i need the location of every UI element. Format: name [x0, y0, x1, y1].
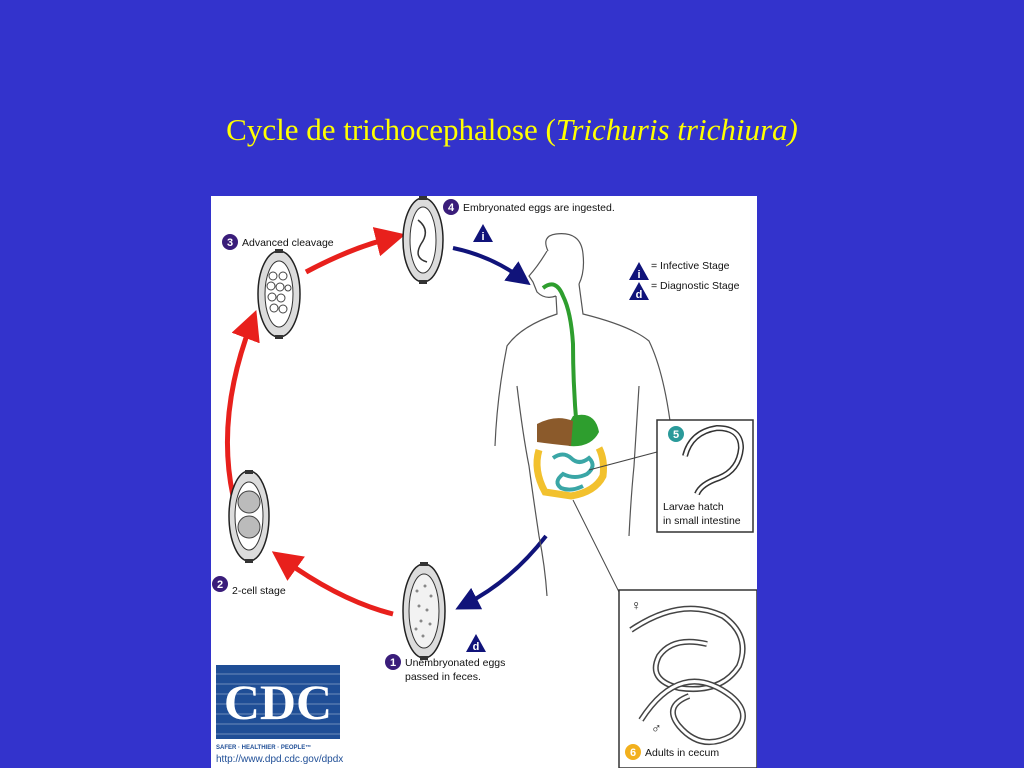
diagnostic-stage-icon: d — [629, 282, 649, 301]
large-intestine — [533, 446, 607, 500]
egg-embryonated — [402, 196, 444, 284]
red-arrow-3-to-4 — [304, 227, 406, 275]
cdc-logo: CDC — [216, 665, 340, 739]
red-arrow-1-to-2 — [271, 551, 394, 617]
stage-3-marker — [222, 234, 238, 250]
male-symbol: ♂ — [651, 720, 662, 736]
infective-marker-icon: i — [473, 224, 493, 243]
svg-text:d: d — [636, 289, 643, 301]
stage-3-label: Advanced cleavage — [242, 237, 334, 249]
stage-2-marker — [212, 576, 228, 592]
life-cycle-figure: i = Infective Stage d = Diagnostic Stage… — [211, 196, 757, 768]
stage-1-label-line2: passed in feces. — [405, 671, 481, 683]
title-species: Trichuris trichiura) — [555, 112, 798, 147]
stage-4-marker — [443, 199, 459, 215]
cdc-url[interactable]: http://www.dpd.cdc.gov/dpdx — [216, 754, 343, 765]
stomach — [565, 414, 599, 447]
adults-box — [618, 589, 757, 768]
slide-title: Cycle de trichocephalose (Trichuris tric… — [0, 112, 1024, 148]
svg-text:5: 5 — [673, 429, 679, 441]
stage-5-marker — [668, 426, 684, 442]
svg-text:2: 2 — [217, 579, 223, 591]
stage-1-label-line1: Unembryonated eggs — [405, 657, 505, 669]
legend-diagnostic-label: = Diagnostic Stage — [651, 280, 740, 292]
svg-text:CDC: CDC — [224, 674, 332, 730]
infective-stage-icon: i — [629, 262, 649, 281]
egg-advanced-cleavage — [257, 249, 301, 339]
callout-line-larvae — [588, 451, 658, 471]
blue-arrow-ingestion — [452, 246, 531, 286]
diagnostic-marker-icon: d — [466, 634, 486, 653]
cdc-tagline: SAFER · HEALTHIER · PEOPLE™ — [216, 744, 311, 751]
title-main: Cycle de trichocephalose ( — [226, 112, 556, 147]
esophagus — [541, 282, 579, 432]
stage-5-label-line2: in small intestine — [663, 515, 741, 527]
red-arrow-2-to-3 — [224, 309, 260, 497]
callout-line-adults — [572, 499, 620, 593]
svg-text:d: d — [473, 641, 480, 653]
stage-1-marker — [385, 654, 401, 670]
svg-text:6: 6 — [630, 747, 636, 759]
stage-2-label: 2-cell stage — [232, 585, 286, 597]
stage-5-label-line1: Larvae hatch — [663, 501, 724, 513]
svg-text:1: 1 — [390, 657, 396, 669]
female-symbol: ♀ — [631, 597, 642, 613]
life-cycle-diagram: i = Infective Stage d = Diagnostic Stage… — [212, 196, 757, 768]
legend-infective-label: = Infective Stage — [651, 260, 730, 272]
stage-4-label: Embryonated eggs are ingested. — [463, 202, 615, 214]
stage-6-marker — [625, 744, 641, 760]
svg-text:i: i — [637, 269, 640, 281]
svg-text:3: 3 — [227, 237, 233, 249]
small-intestine — [551, 452, 595, 492]
egg-unembryonated — [402, 562, 446, 660]
liver — [537, 418, 573, 446]
egg-2-cell — [228, 470, 270, 563]
svg-text:4: 4 — [448, 202, 455, 214]
svg-text:i: i — [481, 231, 484, 243]
blue-arrow-excretion — [455, 534, 548, 610]
human-body-outline — [494, 233, 674, 597]
stage-6-label: Adults in cecum — [645, 747, 719, 759]
